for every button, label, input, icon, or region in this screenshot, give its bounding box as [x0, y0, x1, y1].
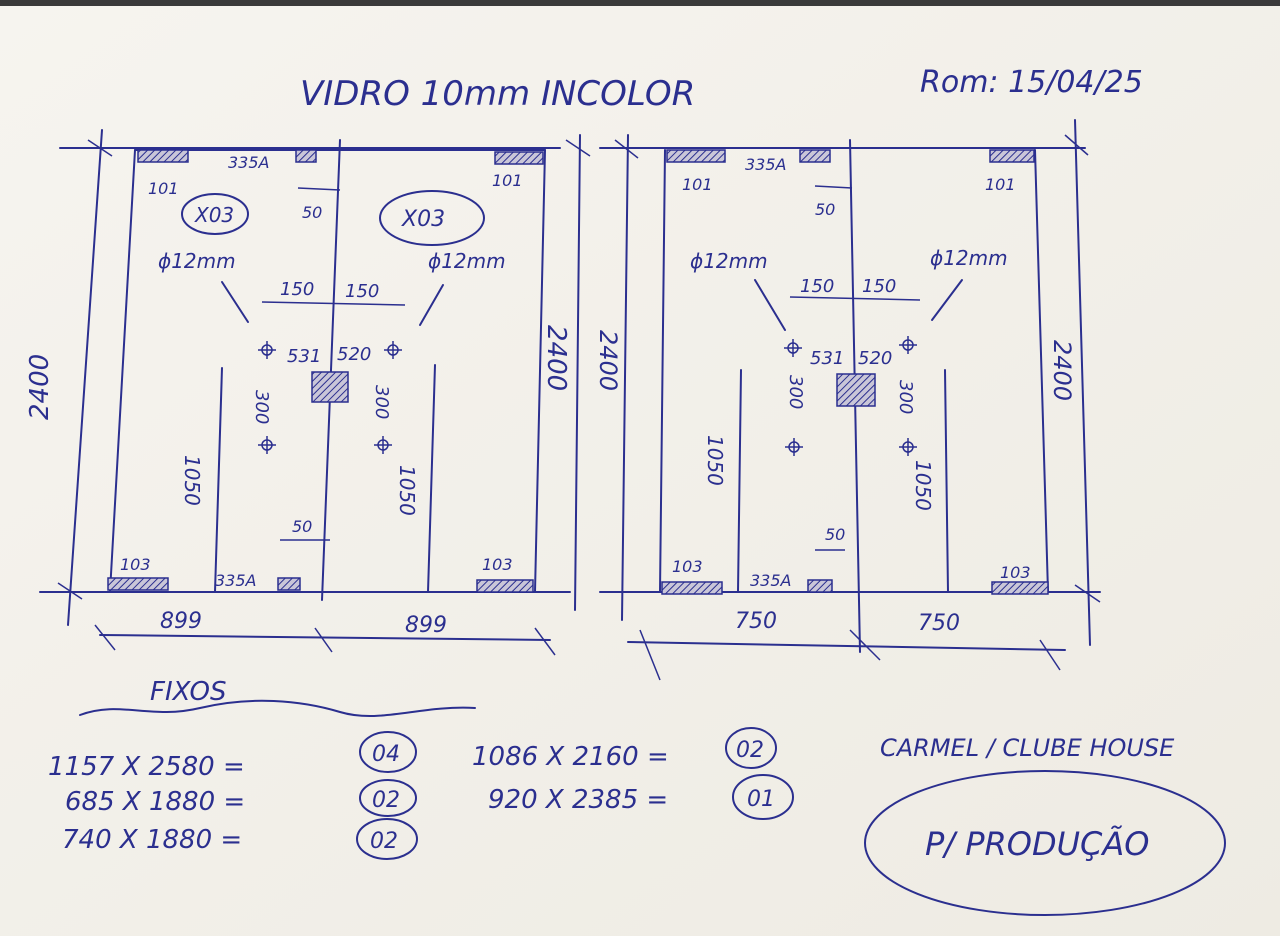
fixed-item-dims-5: 920 X 2385 = — [488, 785, 668, 815]
fixed-item-dims-1: 1157 X 2580 = — [48, 752, 245, 782]
right-height-label: 2400 — [594, 330, 622, 391]
right-edge-bottom-2: 103 — [1000, 563, 1031, 582]
hole-markers-left — [258, 341, 402, 454]
right-door-height-1: 1050 — [703, 435, 727, 486]
left-edge-bottom-2: 103 — [482, 555, 513, 574]
right-panel-drawing — [599, 119, 1101, 681]
left-door-height-2: 1050 — [395, 465, 419, 516]
left-qty-right: X03 — [401, 207, 445, 232]
left-hole-diameter-left: ϕ12mm — [158, 249, 236, 273]
left-panel-drawing — [39, 129, 591, 656]
left-width-1: 899 — [160, 609, 202, 634]
fixed-list: 1157 X 2580 = 04 685 X 1880 = 02 740 X 1… — [48, 727, 794, 860]
left-hole-spacing-1: 150 — [280, 279, 314, 300]
fixed-item-qty-2: 02 — [372, 788, 400, 813]
left-hole-height-left: 531 — [287, 346, 321, 367]
right-hole-diameter-right: ϕ12mm — [930, 246, 1008, 270]
left-hole-height-right: 520 — [337, 344, 371, 365]
left-door-height-1: 1050 — [180, 455, 204, 506]
paper — [0, 6, 1280, 936]
left-lock-offset-bottom: 50 — [292, 517, 312, 536]
fixed-item-dims-4: 1086 X 2160 = — [472, 742, 669, 772]
status-label: P/ PRODUÇÃO — [925, 825, 1149, 863]
fixed-item-qty-5: 01 — [747, 787, 775, 812]
fixed-heading: FIXOS — [150, 677, 226, 707]
right-hole-gap-1: 300 — [785, 375, 806, 409]
left-hole-spacing-2: 150 — [345, 281, 379, 302]
left-edge-top-2: 101 — [492, 171, 523, 190]
header-date: Rom: 15/04/25 — [920, 65, 1143, 100]
right-hole-diameter-left: ϕ12mm — [690, 249, 768, 273]
left-width-2: 899 — [405, 613, 447, 638]
left-lock-bottom: 335A — [215, 571, 256, 590]
right-hole-gap-2: 300 — [895, 380, 916, 414]
hole-markers-right — [784, 336, 917, 456]
left-edge-bottom-1: 103 — [120, 555, 151, 574]
fixed-item-dims-2: 685 X 1880 = — [65, 787, 245, 817]
status-ellipse — [864, 770, 1226, 916]
left-edge-top-1: 101 — [148, 179, 179, 198]
right-hole-height-right: 520 — [858, 348, 892, 369]
fixed-item-qty-1: 04 — [372, 742, 400, 767]
header-title: VIDRO 10mm INCOLOR — [300, 74, 695, 114]
right-hole-spacing-2: 150 — [862, 276, 896, 297]
right-width-1: 750 — [735, 609, 777, 634]
right-width-2: 750 — [918, 611, 960, 636]
right-hole-spacing-1: 150 — [800, 276, 834, 297]
right-edge-top-2: 101 — [985, 175, 1016, 194]
client-name: CARMEL / CLUBE HOUSE — [880, 734, 1175, 762]
fixed-heading-underline — [79, 699, 476, 718]
left-lock-top: 335A — [228, 153, 269, 172]
fixed-item-dims-3: 740 X 1880 = — [62, 825, 242, 855]
right-lock-top: 335A — [745, 155, 786, 174]
left-lock-offset-top: 50 — [302, 203, 322, 222]
right-edge-bottom-1: 103 — [672, 557, 703, 576]
left-hole-diameter-right: ϕ12mm — [428, 249, 506, 273]
fixed-item-qty-3: 02 — [370, 829, 398, 854]
left-height-label: 2400 — [25, 354, 55, 420]
right-lock-offset-bottom: 50 — [825, 525, 845, 544]
right-height-label-right: 2400 — [1048, 340, 1076, 401]
right-door-height-2: 1050 — [911, 460, 935, 511]
right-lock-offset-top: 50 — [815, 200, 835, 219]
fixed-item-qty-4: 02 — [736, 738, 764, 763]
right-lock-bottom: 335A — [750, 571, 791, 590]
left-hole-gap-2: 300 — [371, 385, 392, 419]
left-hole-gap-1: 300 — [251, 390, 272, 424]
left-qty-left: X03 — [194, 203, 234, 227]
right-edge-top-1: 101 — [682, 175, 713, 194]
right-hole-height-left: 531 — [810, 348, 844, 369]
left-height-label-right: 2400 — [541, 325, 571, 391]
